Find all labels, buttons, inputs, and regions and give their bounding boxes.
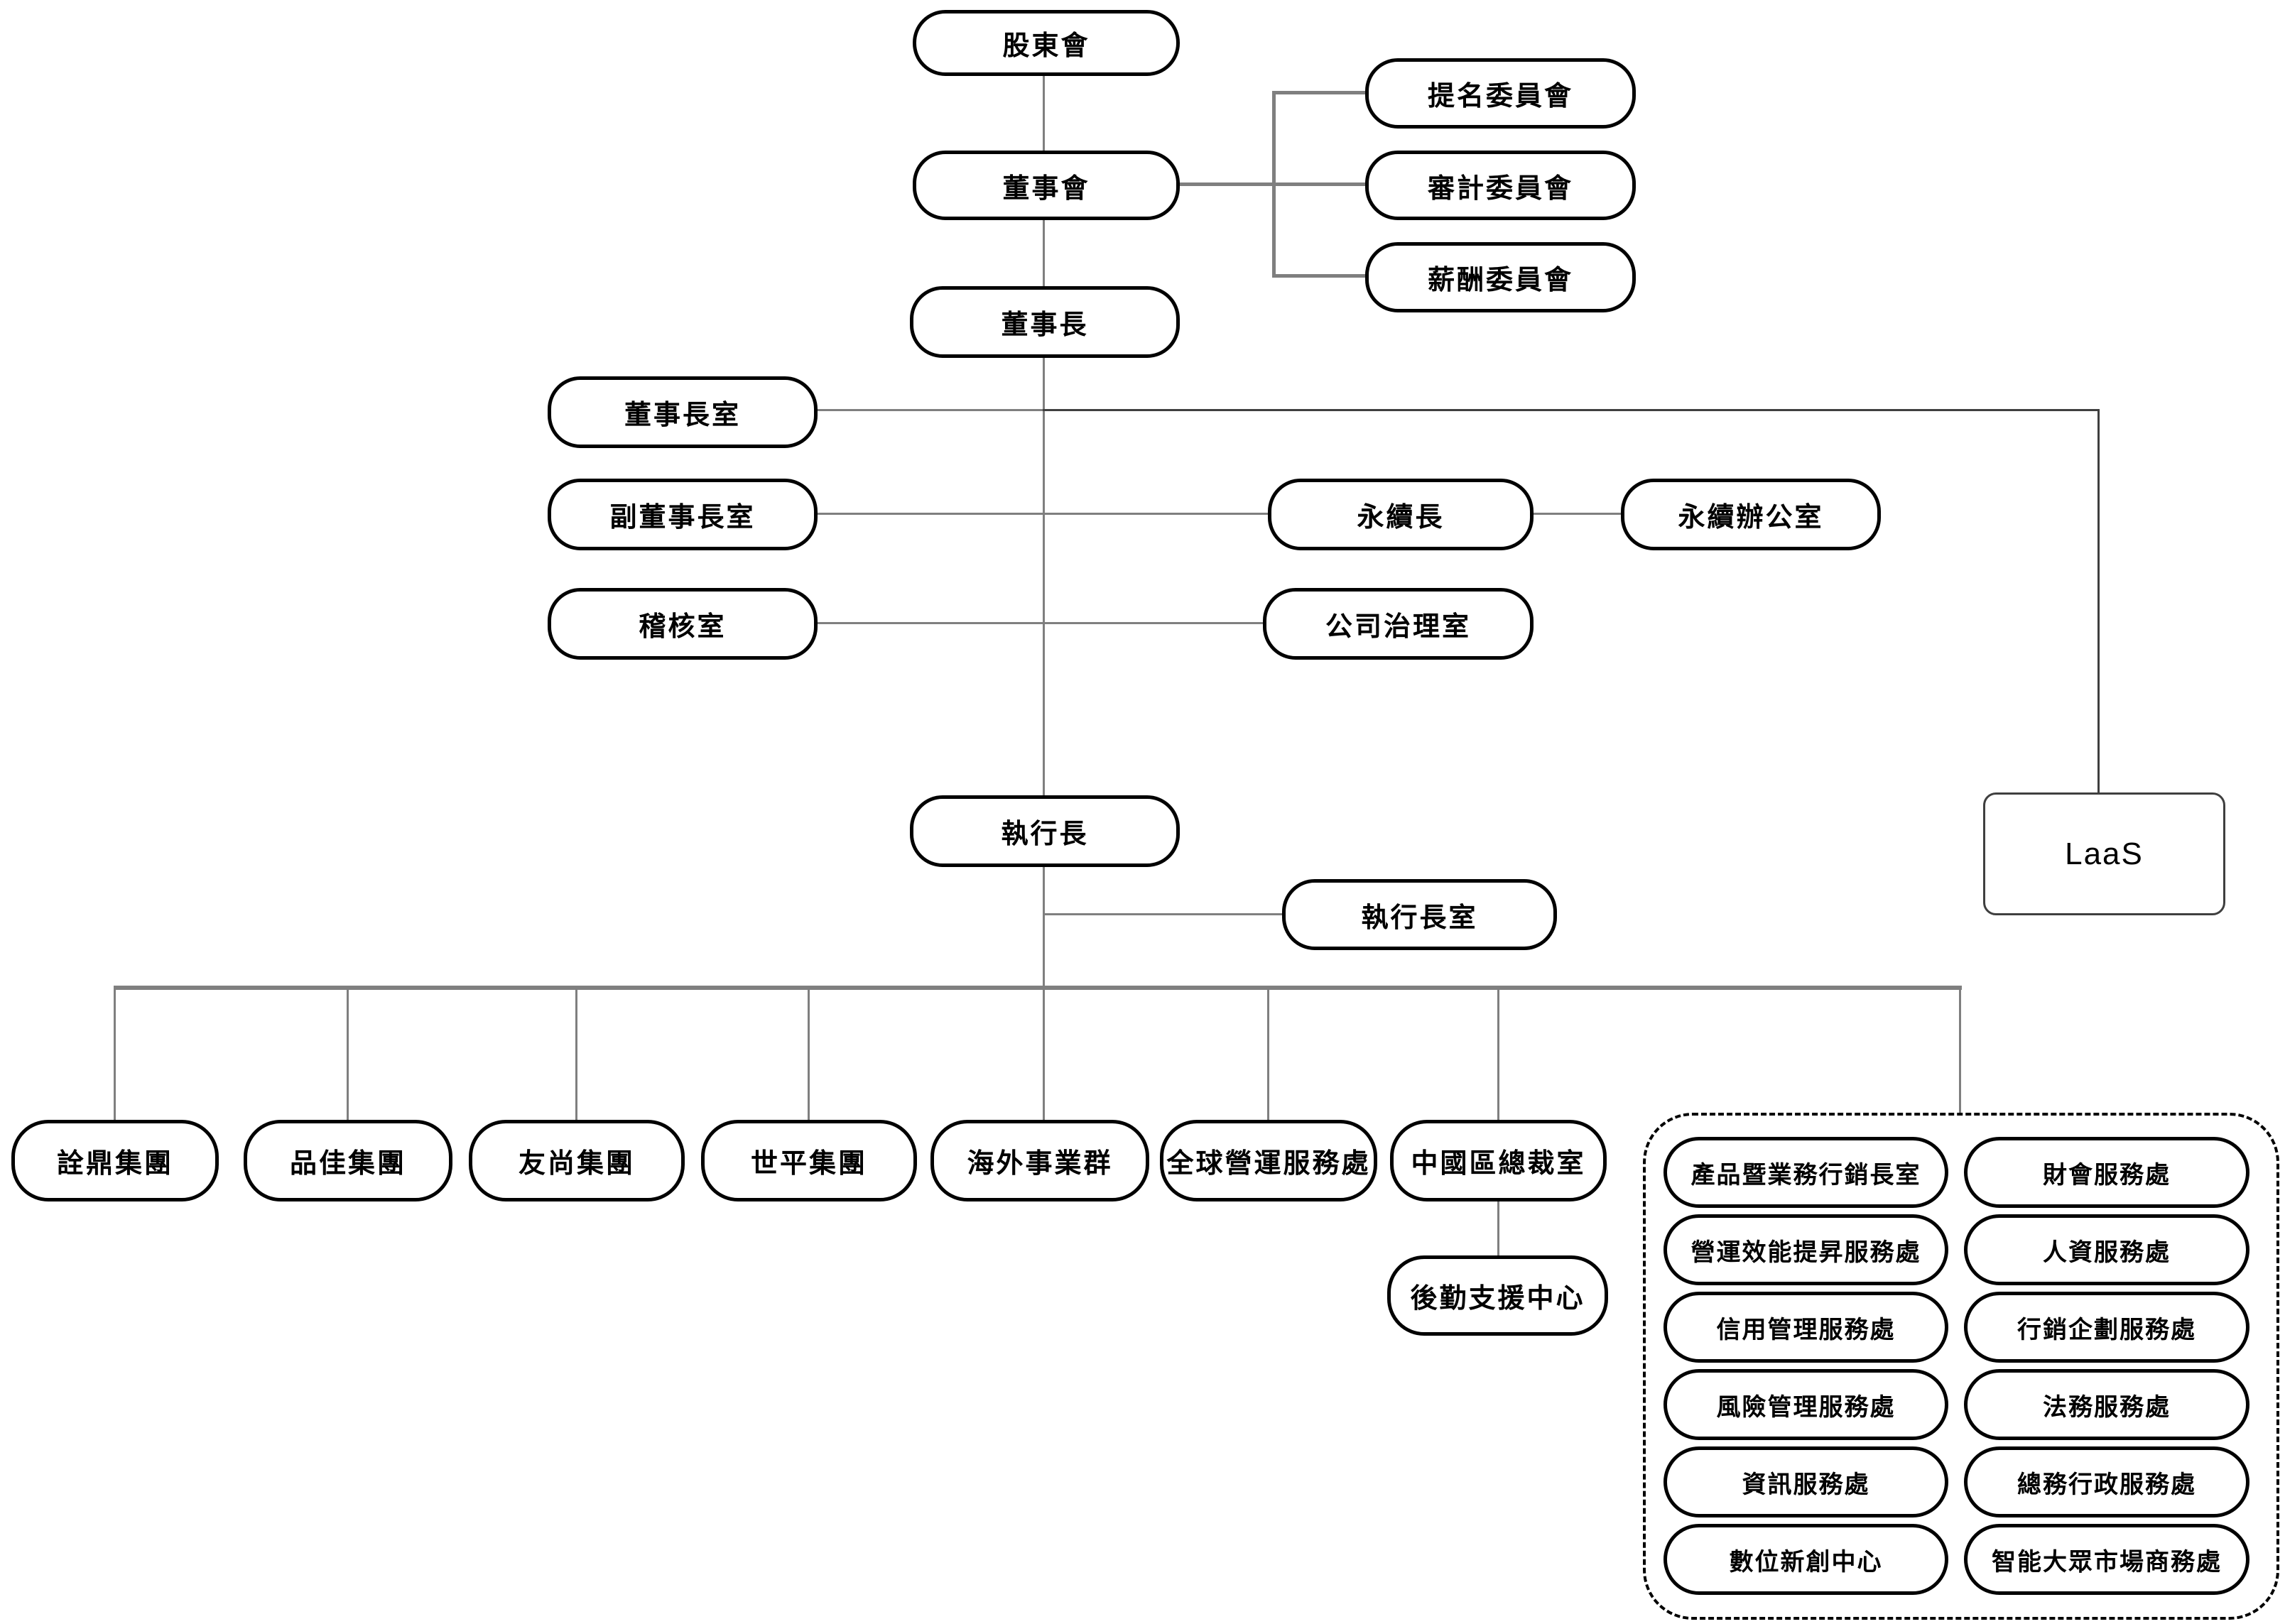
node-it-dept: 資訊服務處 bbox=[1663, 1446, 1948, 1517]
node-youshang-group: 友尚集團 bbox=[469, 1120, 685, 1201]
connector-audit-governance bbox=[818, 622, 1263, 624]
node-audit-office: 稽核室 bbox=[548, 588, 818, 660]
node-chairman-office: 董事長室 bbox=[548, 376, 818, 448]
connector-vice-chairman-cso bbox=[818, 513, 1268, 515]
connector-committee-nomination bbox=[1272, 91, 1365, 94]
node-credit-dept: 信用管理服務處 bbox=[1663, 1292, 1948, 1363]
connector-spine-lower bbox=[1043, 867, 1045, 1120]
connector-ceo-office bbox=[1043, 913, 1282, 915]
connector-drop-dashed-group bbox=[1959, 986, 1961, 1113]
node-shiping-group: 世平集團 bbox=[701, 1120, 917, 1201]
connector-china-logistics bbox=[1497, 1201, 1499, 1255]
node-china-president-office: 中國區總裁室 bbox=[1390, 1120, 1607, 1201]
node-board: 董事會 bbox=[913, 151, 1180, 220]
node-nomination-committee: 提名委員會 bbox=[1365, 58, 1636, 129]
connector-drop-shiping bbox=[808, 986, 810, 1120]
connector-drop-youshang bbox=[575, 986, 577, 1120]
node-hr-dept: 人資服務處 bbox=[1964, 1214, 2249, 1285]
connector-chairman-spine-upper bbox=[1043, 358, 1045, 795]
node-chairman: 董事長 bbox=[910, 286, 1180, 358]
connector-shareholders-board bbox=[1043, 76, 1045, 151]
connector-chairman-office bbox=[818, 409, 1044, 411]
connector-board-committees bbox=[1180, 182, 1275, 186]
node-logistics-center: 後勤支援中心 bbox=[1387, 1255, 1608, 1336]
connector-committee-compensation bbox=[1272, 274, 1365, 278]
node-product-marketing-office: 產品暨業務行銷長室 bbox=[1663, 1137, 1948, 1208]
node-marketing-planning-dept: 行銷企劃服務處 bbox=[1964, 1292, 2249, 1363]
node-ceo-office: 執行長室 bbox=[1282, 879, 1557, 950]
connector-drop-pinjia bbox=[347, 986, 349, 1120]
node-audit-committee: 審計委員會 bbox=[1365, 151, 1636, 220]
dashed-group-container bbox=[1643, 1113, 2279, 1620]
node-vice-chairman-office: 副董事長室 bbox=[548, 479, 818, 550]
connector-drop-quanding bbox=[114, 986, 116, 1120]
connector-drop-china bbox=[1497, 986, 1499, 1120]
connector-cso-sustainability-office bbox=[1534, 513, 1621, 515]
node-quanding-group: 詮鼎集團 bbox=[11, 1120, 219, 1201]
connector-laas-horizontal bbox=[1043, 409, 2100, 411]
connector-drop-global-ops bbox=[1267, 986, 1269, 1120]
connector-committee-audit bbox=[1272, 182, 1365, 186]
node-sustainability-office: 永續辦公室 bbox=[1621, 479, 1881, 550]
connector-laas-vertical bbox=[2097, 409, 2100, 792]
connector-distributor bbox=[114, 986, 1962, 990]
node-digital-innovation-center: 數位新創中心 bbox=[1663, 1524, 1948, 1595]
node-ops-efficiency-dept: 營運效能提昇服務處 bbox=[1663, 1214, 1948, 1285]
node-finance-dept: 財會服務處 bbox=[1964, 1137, 2249, 1208]
node-risk-dept: 風險管理服務處 bbox=[1663, 1369, 1948, 1440]
node-smart-mass-market-dept: 智能大眾市場商務處 bbox=[1964, 1524, 2249, 1595]
node-shareholders: 股東會 bbox=[913, 10, 1180, 76]
connector-board-chairman bbox=[1043, 220, 1045, 286]
node-laas: LaaS bbox=[1983, 792, 2225, 915]
node-legal-dept: 法務服務處 bbox=[1964, 1369, 2249, 1440]
node-general-admin-dept: 總務行政服務處 bbox=[1964, 1446, 2249, 1517]
node-governance-office: 公司治理室 bbox=[1263, 588, 1534, 660]
node-overseas-business-group: 海外事業群 bbox=[930, 1120, 1149, 1201]
node-global-ops: 全球營運服務處 bbox=[1160, 1120, 1377, 1201]
node-cso: 永續長 bbox=[1268, 479, 1534, 550]
node-ceo: 執行長 bbox=[910, 795, 1180, 867]
node-compensation-committee: 薪酬委員會 bbox=[1365, 242, 1636, 312]
node-pinjia-group: 品佳集團 bbox=[244, 1120, 452, 1201]
